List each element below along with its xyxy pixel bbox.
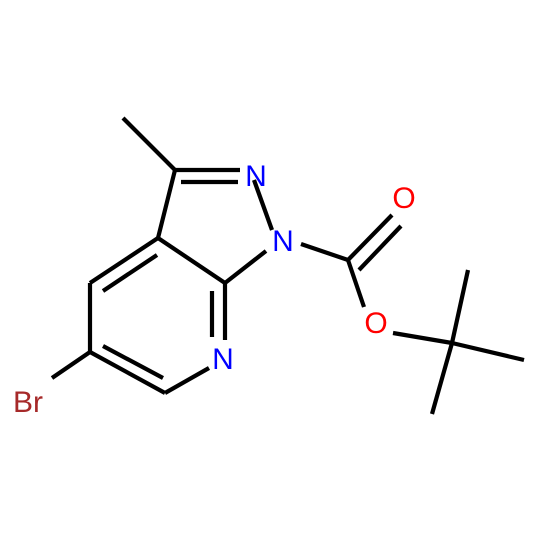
bond-c6-c5-inner: [102, 344, 164, 380]
bond-tbu-3: [429, 342, 455, 415]
bond-tbu-1: [449, 269, 471, 344]
bond-n2-n1: [252, 179, 274, 231]
bond-n7-c6: [163, 366, 211, 395]
bond-c6-c5: [88, 350, 167, 395]
bond-carbonyl-o: [346, 213, 394, 262]
bond-c4-c3a-inner: [101, 253, 159, 293]
bond-tbu-2: [451, 340, 525, 363]
atom-o-ester-label: O: [364, 307, 387, 340]
bond-c3-c3a: [155, 169, 178, 239]
atom-br-label: Br: [13, 386, 43, 419]
bond-n1-carbonyl: [300, 242, 349, 262]
bond-c4-c3a: [88, 236, 160, 285]
bond-carbonyl-oester: [346, 259, 366, 308]
atom-labels: N N N O O Br: [13, 160, 416, 419]
bond-oester-cquat: [392, 330, 453, 346]
atom-n1-label: N: [272, 225, 294, 258]
bonds: [50, 116, 525, 415]
bond-c3a-c7a: [156, 236, 227, 285]
bond-c7a-n1: [223, 249, 268, 285]
atom-n7-label: N: [212, 343, 234, 376]
bond-carbonyl-o-inner: [357, 224, 403, 272]
atom-o-carbonyl-label: O: [392, 182, 415, 215]
bond-methyl: [121, 116, 177, 172]
atom-n2-label: N: [245, 160, 267, 193]
bond-c5-br: [50, 350, 92, 380]
